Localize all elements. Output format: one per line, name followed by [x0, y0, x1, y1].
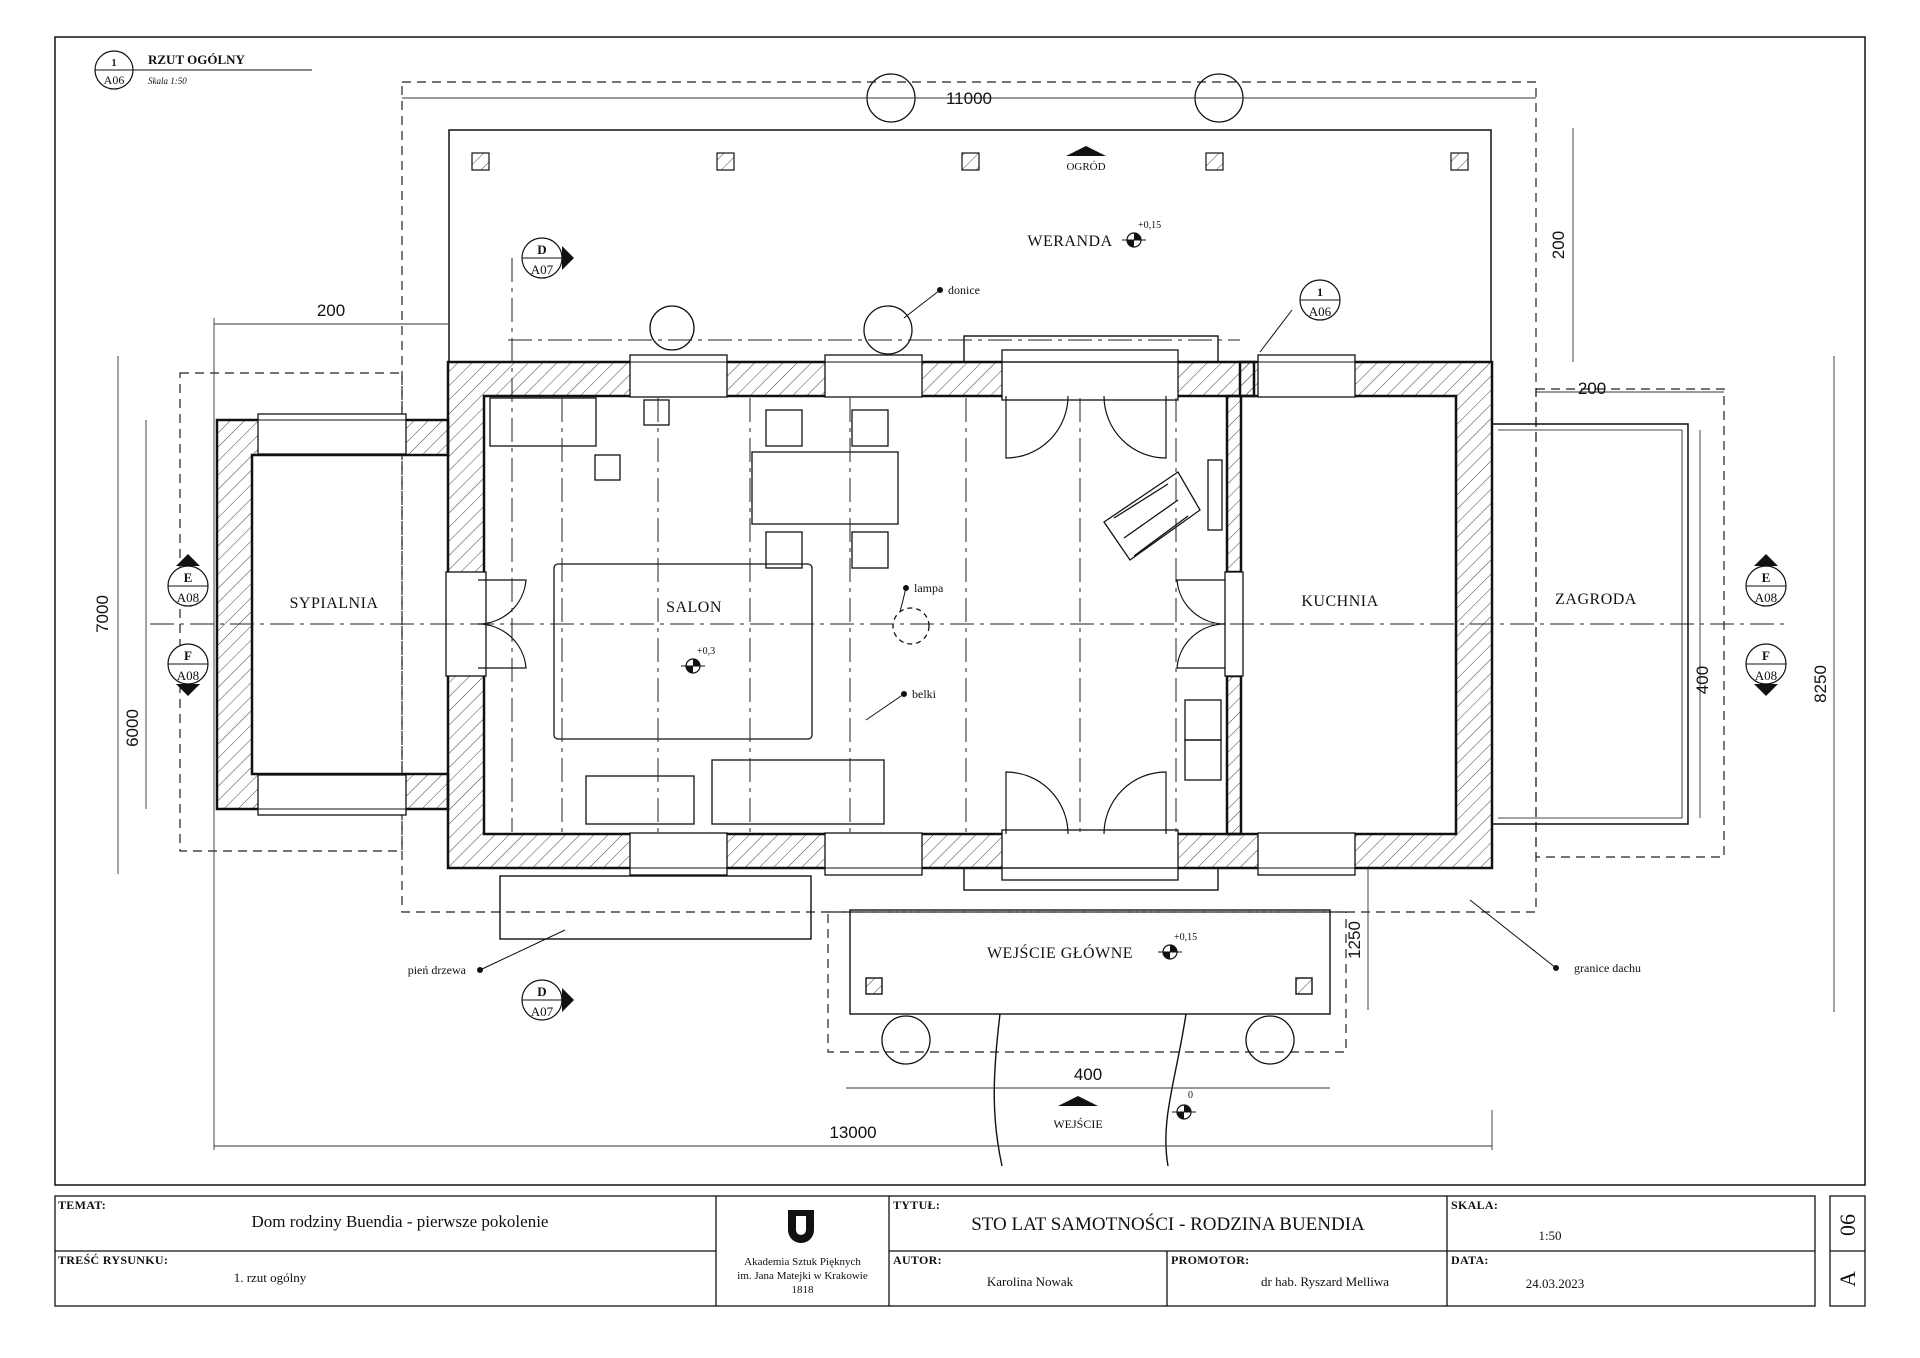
- label-planters: donice: [948, 283, 980, 297]
- svg-text:0: 0: [1188, 1090, 1193, 1101]
- door-swings: [477, 395, 1226, 835]
- planter-circles: [649, 73, 1295, 1065]
- dim-bedroom-depth: 200: [317, 301, 345, 320]
- svg-text:A07: A07: [531, 262, 554, 277]
- section-marker-e-left: E A08: [167, 554, 209, 607]
- academy-logo: [788, 1210, 814, 1243]
- academy-line-1: Akademia Sztuk Pięknych: [744, 1256, 861, 1268]
- label-beams: belki: [912, 687, 937, 701]
- room-yard: ZAGRODA: [1555, 591, 1637, 608]
- promoter-label: PROMOTOR:: [1171, 1253, 1250, 1267]
- view-title: 1 A06 RZUT OGÓLNY Skala 1:50: [94, 50, 312, 90]
- beam-lines: [150, 258, 1790, 832]
- svg-text:A08: A08: [177, 590, 199, 605]
- svg-text:D: D: [537, 242, 546, 257]
- content-label: TREŚĆ RYSUNKU:: [58, 1253, 169, 1267]
- sheet-number: 06: [1835, 1214, 1860, 1236]
- detail-marker: 1 A06: [1299, 279, 1341, 321]
- section-marker-d-bottom: D A07: [521, 979, 574, 1021]
- entrance-platform: [499, 335, 1331, 1167]
- date-value: 24.03.2023: [1525, 1276, 1585, 1291]
- sheet-letter: A: [1835, 1271, 1860, 1287]
- view-ref-sheet: A06: [104, 73, 125, 87]
- dim-left-outer: 7000: [93, 595, 112, 633]
- view-title-text: RZUT OGÓLNY: [148, 52, 246, 67]
- svg-text:D: D: [537, 984, 546, 999]
- garden-arrow-icon: [1066, 146, 1106, 156]
- furniture: [489, 397, 1223, 825]
- veranda-posts: [471, 152, 1469, 171]
- level-marker-ground: 0: [1172, 1090, 1196, 1120]
- dim-top-width: 11000: [946, 89, 992, 108]
- author-label: AUTOR:: [893, 1253, 942, 1267]
- view-scale-note: Skala 1:50: [148, 76, 187, 86]
- leader-lines: [477, 287, 1559, 973]
- level-marker-living: +0,3: [681, 646, 715, 674]
- entry-arrow-icon: [1058, 1096, 1098, 1106]
- dim-right-outer: 8250: [1811, 665, 1830, 703]
- walls: [215, 360, 1494, 870]
- svg-text:A06: A06: [1309, 304, 1332, 319]
- svg-text:+0,15: +0,15: [1138, 220, 1161, 231]
- level-marker-veranda: +0,15: [1122, 220, 1161, 248]
- room-living: SALON: [666, 599, 722, 616]
- dim-left-inner: 6000: [123, 709, 142, 747]
- roof-boundaries: [179, 81, 1725, 1053]
- title-value: STO LAT SAMOTNOŚCI - RODZINA BUENDIA: [971, 1214, 1365, 1235]
- section-marker-d-top: D A07: [521, 237, 574, 279]
- section-marker-f-right: F A08: [1745, 643, 1787, 696]
- room-kitchen: KUCHNIA: [1301, 593, 1378, 610]
- topic-label: TEMAT:: [58, 1198, 107, 1212]
- label-tree: pień drzewa: [408, 963, 467, 977]
- view-ref-number: 1: [112, 58, 117, 69]
- room-bedroom: SYPIALNIA: [290, 595, 379, 612]
- dim-entrance-width: 400: [1074, 1065, 1102, 1084]
- date-label: DATA:: [1451, 1253, 1489, 1267]
- content-value: 1. rzut ogólny: [233, 1270, 307, 1285]
- dim-entrance-depth: 1250: [1345, 921, 1364, 959]
- svg-text:+0,15: +0,15: [1174, 932, 1197, 943]
- window-ticks: [258, 361, 1355, 869]
- svg-text:F: F: [184, 648, 192, 663]
- title-label: TYTUŁ:: [893, 1198, 941, 1212]
- level-marker-entrance: +0,15: [1158, 932, 1197, 960]
- room-entrance: WEJŚCIE GŁÓWNE: [987, 943, 1133, 962]
- svg-text:+0,3: +0,3: [697, 646, 715, 657]
- academy-line-3: 1818: [791, 1284, 814, 1296]
- dim-total-length: 13000: [829, 1123, 876, 1142]
- label-roof: granice dachu: [1574, 961, 1641, 975]
- dim-yard-depth: 200: [1578, 379, 1606, 398]
- scale-label: SKALA:: [1451, 1198, 1499, 1212]
- svg-text:A08: A08: [1755, 590, 1777, 605]
- label-garden: OGRÓD: [1066, 161, 1105, 173]
- room-veranda: WERANDA: [1027, 233, 1112, 250]
- dimension-lines: [117, 97, 1835, 1150]
- svg-text:1: 1: [1317, 285, 1323, 299]
- svg-text:E: E: [1762, 570, 1771, 585]
- sheet-frame: [54, 36, 1866, 1186]
- promoter-value: dr hab. Ryszard Melliwa: [1260, 1274, 1389, 1289]
- author-value: Karolina Nowak: [986, 1274, 1074, 1289]
- academy-line-2: im. Jana Matejki w Krakowie: [737, 1270, 868, 1282]
- main-entrance-openings: [445, 349, 1244, 881]
- label-lamp: lampa: [914, 581, 944, 595]
- title-block-grid: [54, 1195, 1866, 1307]
- section-marker-f-left: F A08: [167, 643, 209, 696]
- svg-text:A08: A08: [1755, 668, 1777, 683]
- svg-text:A07: A07: [531, 1004, 554, 1019]
- svg-text:E: E: [184, 570, 193, 585]
- topic-value: Dom rodziny Buendia - pierwsze pokolenie: [251, 1212, 549, 1231]
- label-entry: WEJŚCIE: [1053, 1117, 1102, 1131]
- section-marker-e-right: E A08: [1745, 554, 1787, 607]
- scale-value: 1:50: [1538, 1228, 1562, 1243]
- dim-yard-width: 400: [1693, 666, 1712, 694]
- dim-veranda-depth: 200: [1549, 231, 1568, 259]
- svg-text:F: F: [1762, 648, 1770, 663]
- svg-text:A08: A08: [177, 668, 199, 683]
